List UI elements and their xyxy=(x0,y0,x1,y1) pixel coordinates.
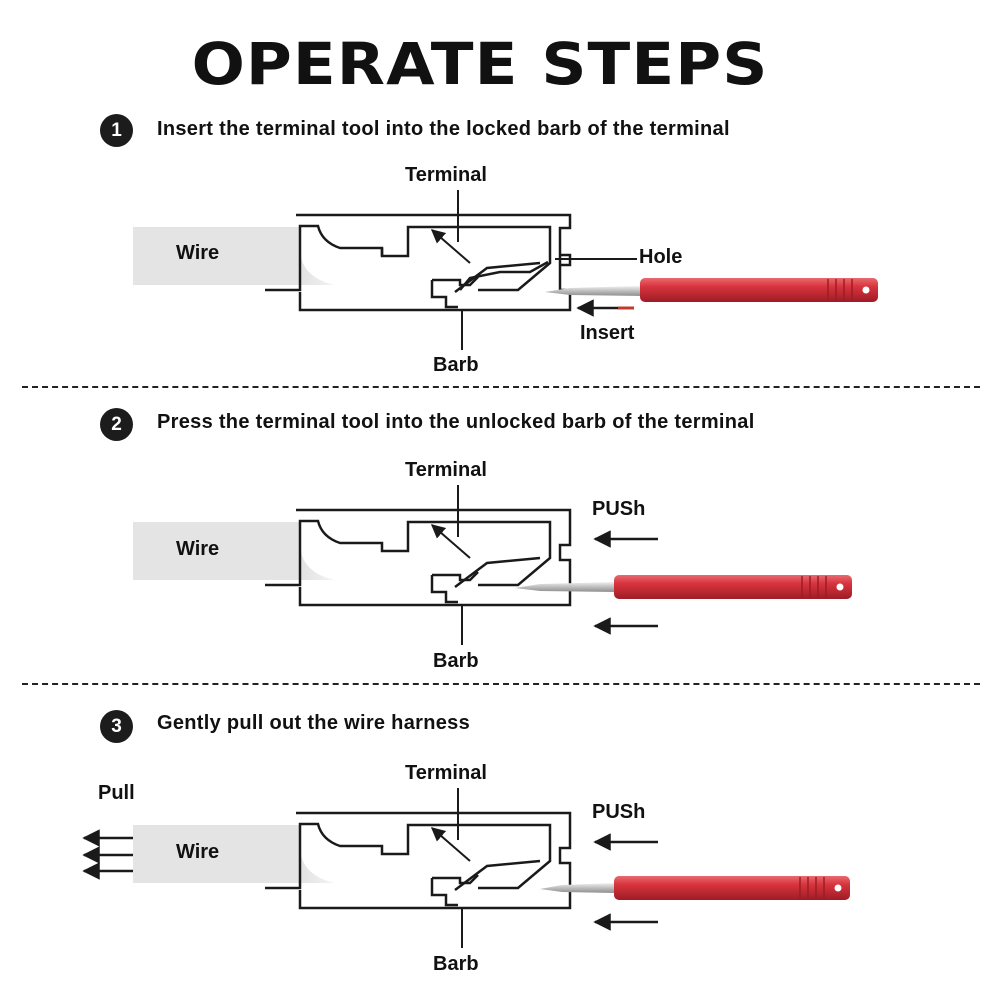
step-3-terminal-label: Terminal xyxy=(405,762,487,784)
step-2-push-label: PUSh xyxy=(592,498,646,520)
step-2-terminal-label: Terminal xyxy=(405,459,487,481)
step-3-pull-label: Pull xyxy=(98,782,135,804)
step-1-wire-label: Wire xyxy=(176,242,220,264)
step-3-push-label: PUSh xyxy=(592,801,646,823)
step-3-wire-label: Wire xyxy=(176,841,220,863)
terminal-housing-outline xyxy=(265,811,572,910)
section-divider-1 xyxy=(22,386,980,388)
step-1-hole-label: Hole xyxy=(639,246,683,268)
step-2-diagram xyxy=(133,485,852,645)
section-divider-2 xyxy=(22,683,980,685)
step-2-number-badge: 2 xyxy=(100,408,133,441)
step-3-instruction: Gently pull out the wire harness xyxy=(157,712,470,734)
step-1-terminal-label: Terminal xyxy=(405,164,487,186)
step-1-insert-label: Insert xyxy=(580,322,635,344)
page-title: OPERATE STEPS xyxy=(191,30,769,98)
step-3-number-badge: 3 xyxy=(100,710,133,743)
terminal-tool xyxy=(545,278,878,302)
barb-lever xyxy=(454,261,541,293)
step-2-wire-label: Wire xyxy=(176,538,220,560)
step-2-barb-label: Barb xyxy=(433,650,479,672)
terminal-pointer-arrow xyxy=(430,788,471,862)
terminal-pointer-arrow xyxy=(430,190,471,264)
step-1-barb-label: Barb xyxy=(433,354,479,376)
wire-insulation xyxy=(133,227,335,285)
step-3-barb-label: Barb xyxy=(433,953,479,975)
barb-lever xyxy=(454,859,541,891)
step-1-instruction: Insert the terminal tool into the locked… xyxy=(157,118,730,140)
terminal-housing-outline xyxy=(265,213,572,312)
pull-arrows xyxy=(82,829,133,880)
barb-lever xyxy=(454,556,541,588)
terminal-housing-outline xyxy=(265,508,572,607)
step-2-instruction: Press the terminal tool into the unlocke… xyxy=(157,411,755,433)
terminal-pointer-arrow xyxy=(430,485,471,559)
terminal-tool xyxy=(540,876,850,900)
terminal-tool xyxy=(515,575,852,599)
step-1-number-badge: 1 xyxy=(100,114,133,147)
wire-insulation xyxy=(133,522,335,580)
step-3-diagram xyxy=(82,788,850,948)
wire-insulation xyxy=(133,825,335,883)
step-1-diagram xyxy=(133,190,878,350)
